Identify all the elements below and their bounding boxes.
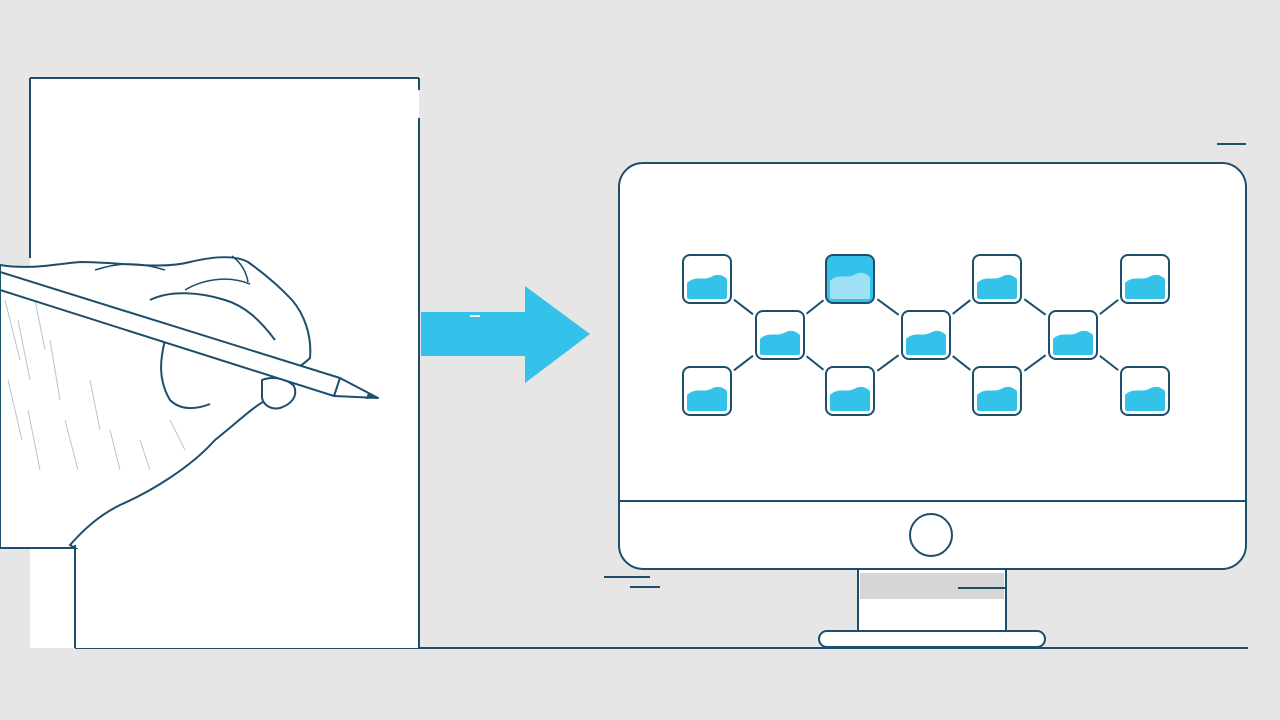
monitor-button xyxy=(909,513,953,557)
network-edge xyxy=(876,298,900,316)
monitor-icon xyxy=(604,162,1247,648)
image-node-icon xyxy=(901,310,951,360)
image-node-icon xyxy=(972,366,1022,416)
network-edge xyxy=(952,355,971,371)
arrow-right-icon xyxy=(421,286,590,383)
network-edge xyxy=(1023,298,1047,316)
network-edge xyxy=(1099,355,1119,371)
network-diagram xyxy=(682,254,1170,416)
network-edge xyxy=(1099,299,1119,315)
network-edge xyxy=(805,355,825,371)
image-node-icon xyxy=(1048,310,1098,360)
pen-icon xyxy=(0,271,379,399)
image-node-icon xyxy=(682,366,732,416)
image-node-icon xyxy=(1120,366,1170,416)
network-edges xyxy=(733,298,1119,372)
image-node-icon xyxy=(972,254,1022,304)
network-edge xyxy=(952,299,971,315)
image-node-icon xyxy=(755,310,805,360)
hand-writing-icon xyxy=(0,255,312,549)
network-edge xyxy=(876,354,900,372)
image-node-icon xyxy=(825,366,875,416)
network-edge xyxy=(733,354,754,372)
monitor-base xyxy=(818,630,1046,648)
network-edge xyxy=(805,299,825,315)
image-node-icon xyxy=(682,254,732,304)
network-edge xyxy=(733,298,754,316)
image-node-icon xyxy=(1120,254,1170,304)
network-nodes xyxy=(682,254,1170,416)
network-edge xyxy=(1023,354,1047,372)
image-node-icon xyxy=(825,254,875,304)
